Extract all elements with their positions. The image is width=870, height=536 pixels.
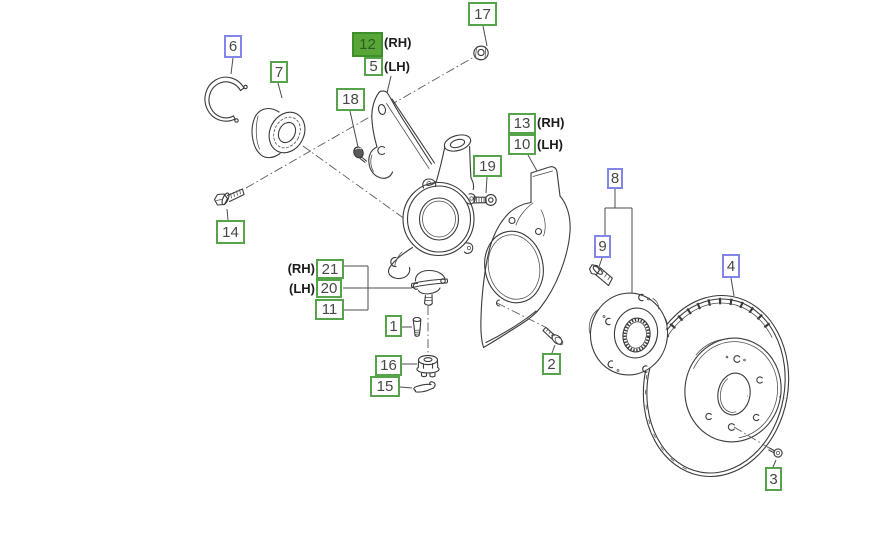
callout-8[interactable]: 8 [607,168,623,189]
rotor-drawing [642,294,790,478]
callout-6[interactable]: 6 [224,35,242,58]
knuckle-drawing [368,90,476,280]
callout-9[interactable]: 9 [594,235,611,258]
callout-18[interactable]: 18 [336,88,365,111]
screw-3-drawing [768,447,783,458]
callout-2[interactable]: 2 [542,353,561,375]
callout-14[interactable]: 14 [216,220,245,244]
callout-7[interactable]: 7 [270,61,288,83]
leader-lines [226,25,777,468]
axis-lines-front [427,302,770,449]
dust-shield-drawing [480,166,571,349]
bolt-14-drawing [213,188,245,206]
side-label-rh-4: (RH) [287,261,315,276]
side-label-lh-5: (LH) [289,281,315,296]
callout-12[interactable]: 12 [352,32,383,57]
hub-drawing [588,292,669,376]
callout-11[interactable]: 11 [315,299,344,320]
callout-1[interactable]: 1 [385,315,402,337]
axis-lines-back [245,56,475,223]
stud-18-drawing [353,146,368,163]
screw-2-drawing [542,326,564,346]
callout-19[interactable]: 19 [473,155,502,177]
callout-4[interactable]: 4 [722,254,740,278]
callout-16[interactable]: 16 [375,355,402,376]
castle-nut-drawing [416,354,440,378]
bolt-1-drawing [412,316,422,337]
nut-17-drawing [473,45,489,61]
ball-joint-drawing [410,269,449,306]
callout-21[interactable]: 21 [316,259,344,279]
callout-17[interactable]: 17 [468,2,497,26]
callout-3[interactable]: 3 [765,467,782,491]
callout-15[interactable]: 15 [370,376,400,397]
bolt-9-drawing [588,264,613,287]
bolt-19-drawing [473,194,497,206]
snap-ring-drawing [204,76,248,123]
callout-10[interactable]: 10 [508,134,536,155]
side-label-lh-1: (LH) [384,59,410,74]
callout-5[interactable]: 5 [364,57,383,76]
callout-13[interactable]: 13 [508,113,536,134]
side-label-lh-3: (LH) [537,137,563,152]
bearing-drawing [251,108,307,159]
callout-20[interactable]: 20 [316,279,342,298]
cotter-pin-drawing [413,381,436,393]
side-label-rh-2: (RH) [537,115,565,130]
side-label-rh-0: (RH) [384,35,412,50]
